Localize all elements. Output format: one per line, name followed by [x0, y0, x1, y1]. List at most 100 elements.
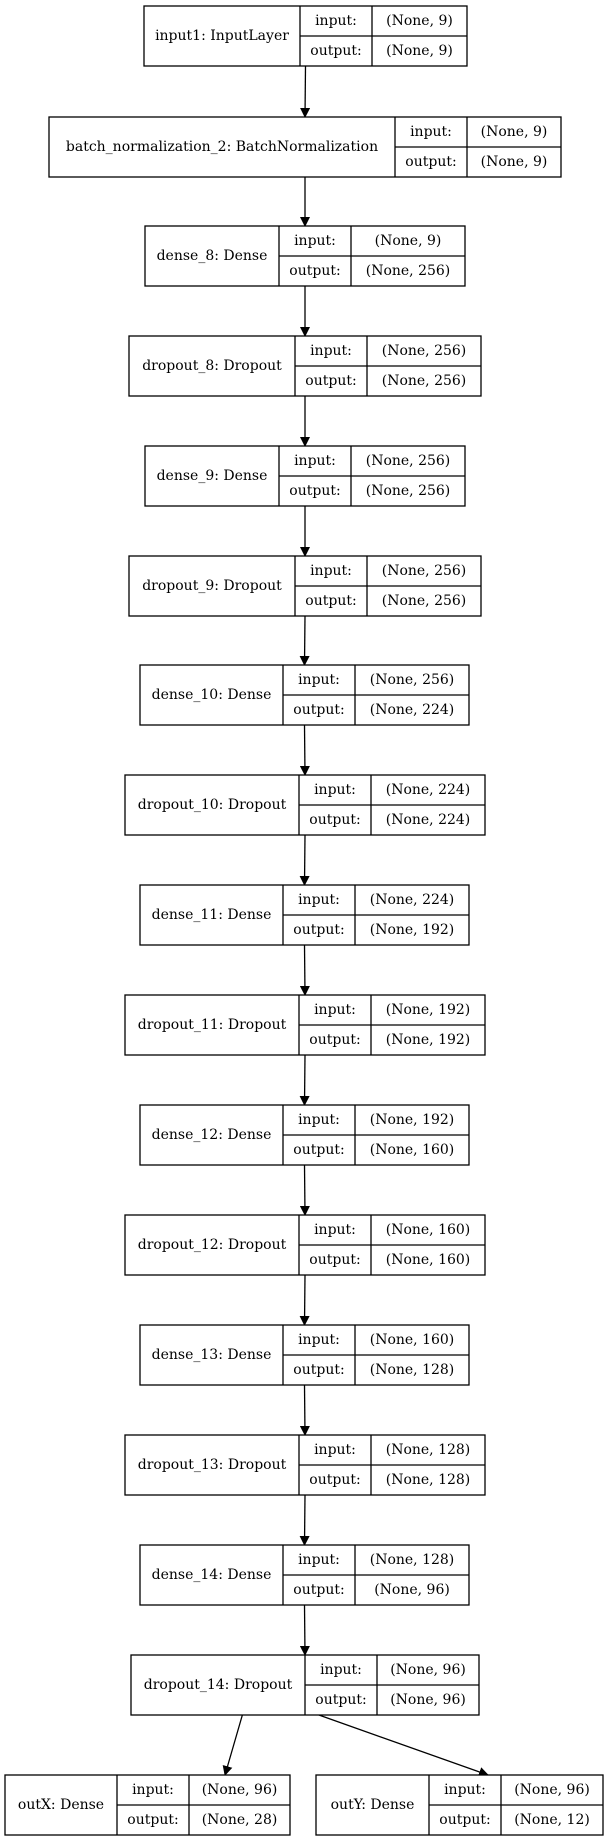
output-shape: (None, 96) — [374, 1582, 450, 1598]
output-shape: (None, 96) — [390, 1692, 466, 1708]
output-row-label: output: — [315, 1692, 366, 1708]
input-shape: (None, 9) — [375, 233, 442, 249]
input-row-label: input: — [298, 1332, 340, 1348]
layer-node-dropout14: dropout_14: Dropout input: output: (None, 9… — [130, 1654, 480, 1716]
layer-name: dropout_11: Dropout — [138, 1017, 287, 1033]
output-row-label: output: — [127, 1812, 178, 1828]
layer-name: dense_13: Dense — [152, 1347, 272, 1363]
input-shape: (None, 96) — [514, 1782, 590, 1798]
output-shape: (None, 256) — [382, 373, 467, 389]
input-shape: (None, 96) — [390, 1662, 466, 1678]
input-row-label: input: — [298, 892, 340, 908]
input-shape: (None, 256) — [382, 563, 467, 579]
edge-dropout9-to-dense10 — [299, 615, 310, 666]
edge-dropout13-to-dense14 — [299, 1494, 310, 1546]
output-shape: (None, 160) — [386, 1252, 471, 1268]
output-row-label: output: — [439, 1812, 490, 1828]
layer-name: outX: Dense — [18, 1797, 104, 1813]
output-shape: (None, 12) — [514, 1812, 590, 1828]
output-row-label: output: — [309, 1472, 360, 1488]
output-shape: (None, 224) — [386, 812, 471, 828]
input-row-label: input: — [314, 1442, 356, 1458]
output-row-label: output: — [289, 483, 340, 499]
layer-name: dropout_9: Dropout — [142, 578, 282, 594]
input-row-label: input: — [310, 563, 352, 579]
input-shape: (None, 256) — [370, 672, 455, 688]
layer-node-outY: outY: Dense input: output: (None, 96) (None,… — [315, 1774, 604, 1836]
edge-dropout14-to-outY — [318, 1714, 489, 1777]
edge-dense14-to-dropout14 — [299, 1604, 310, 1656]
output-row-label: output: — [293, 1362, 344, 1378]
edge-input1-to-bn2 — [300, 65, 311, 118]
edge-dense12-to-dropout12 — [299, 1164, 310, 1216]
input-row-label: input: — [132, 1782, 174, 1798]
input-row-label: input: — [294, 233, 336, 249]
output-shape: (None, 160) — [370, 1142, 455, 1158]
layer-name: dense_10: Dense — [152, 687, 272, 703]
output-shape: (None, 256) — [366, 263, 451, 279]
input-row-label: input: — [314, 1222, 356, 1238]
input-shape: (None, 224) — [370, 892, 455, 908]
input-row-label: input: — [298, 1112, 340, 1128]
input-row-label: input: — [310, 343, 352, 359]
edge-dropout10-to-dense11 — [299, 834, 310, 886]
layer-node-dropout9: dropout_9: Dropout input: output: (None, 25… — [128, 555, 482, 617]
input-row-label: input: — [314, 1002, 356, 1018]
edge-dense11-to-dropout11 — [299, 944, 310, 996]
layer-name: dropout_14: Dropout — [144, 1677, 293, 1693]
layer-node-dropout10: dropout_10: Dropout input: output: (None, 2… — [124, 774, 486, 836]
output-row-label: output: — [289, 263, 340, 279]
output-row-label: output: — [309, 812, 360, 828]
output-row-label: output: — [310, 43, 361, 59]
output-shape: (None, 28) — [202, 1812, 278, 1828]
input-shape: (None, 192) — [386, 1002, 471, 1018]
input-shape: (None, 9) — [481, 124, 548, 140]
input-row-label: input: — [314, 782, 356, 798]
input-shape: (None, 256) — [382, 343, 467, 359]
input-row-label: input: — [294, 453, 336, 469]
output-shape: (None, 128) — [370, 1362, 455, 1378]
output-shape: (None, 9) — [481, 154, 548, 170]
input-shape: (None, 192) — [370, 1112, 455, 1128]
layer-node-dense12: dense_12: Dense input: output: (None, 192) (… — [139, 1104, 470, 1166]
input-shape: (None, 224) — [386, 782, 471, 798]
layer-name: dropout_13: Dropout — [138, 1457, 287, 1473]
input-row-label: input: — [320, 1662, 362, 1678]
output-shape: (None, 192) — [386, 1032, 471, 1048]
input-row-label: input: — [298, 1552, 340, 1568]
edge-dropout14-to-outX — [222, 1714, 243, 1776]
edge-dense13-to-dropout13 — [299, 1384, 310, 1436]
layer-node-dropout13: dropout_13: Dropout input: output: (None, 1… — [124, 1434, 486, 1496]
input-shape: (None, 9) — [386, 13, 453, 29]
layer-name: dense_12: Dense — [152, 1127, 272, 1143]
edge-dropout11-to-dense12 — [299, 1054, 310, 1106]
input-shape: (None, 128) — [370, 1552, 455, 1568]
output-shape: (None, 9) — [386, 43, 453, 59]
output-row-label: output: — [305, 593, 356, 609]
input-row-label: input: — [444, 1782, 486, 1798]
input-shape: (None, 128) — [386, 1442, 471, 1458]
output-row-label: output: — [293, 1142, 344, 1158]
layer-name: input1: InputLayer — [155, 28, 289, 44]
output-row-label: output: — [293, 1582, 344, 1598]
layer-name: dense_14: Dense — [152, 1567, 272, 1583]
edge-dropout12-to-dense13 — [299, 1274, 310, 1326]
layer-node-dense14: dense_14: Dense input: output: (None, 128) (… — [139, 1544, 470, 1606]
layer-name: outY: Dense — [331, 1797, 415, 1813]
output-row-label: output: — [405, 154, 456, 170]
input-shape: (None, 160) — [370, 1332, 455, 1348]
layer-name: dense_8: Dense — [157, 248, 268, 264]
input-row-label: input: — [410, 124, 452, 140]
layer-name: dropout_8: Dropout — [142, 358, 282, 374]
layer-name: dense_9: Dense — [157, 468, 268, 484]
layer-name: dropout_10: Dropout — [138, 797, 287, 813]
output-shape: (None, 128) — [386, 1472, 471, 1488]
layer-node-dense8: dense_8: Dense input: output: (None, 9) (Non… — [144, 225, 466, 287]
